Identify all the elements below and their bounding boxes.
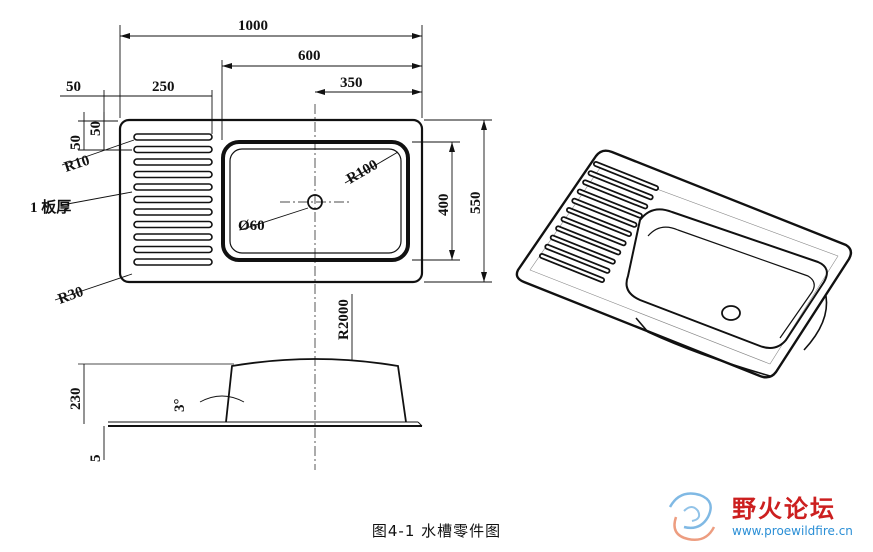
dim-sheet-thickness: 1 板厚 [30,198,71,216]
iso-drain [721,305,741,321]
iso-drain-slot-inner [562,217,625,245]
dim-outer-corner-radius: R30 [56,284,86,308]
watermark-logo [668,492,716,541]
dim-overall-length: 1000 [238,18,268,34]
drain-slot [133,208,213,216]
dim-basin-width: 400 [436,194,452,217]
watermark-title: 野火论坛 [732,495,836,523]
watermark-url: www.proewildfire.cn [732,524,853,538]
dim-top-margin-a: 50 [68,135,84,150]
figure-caption: 图4-1 水槽零件图 [371,522,502,540]
dim-corner-radius-small: R10 [62,153,92,176]
dim-basin-center: 350 [340,75,363,91]
drain-slot [133,233,213,241]
sink-outline [118,118,424,284]
drain-slot [133,183,213,191]
iso-drain-slot-inner [556,227,620,254]
dim-top-arc-radius: R2000 [336,299,352,340]
dim-basin-corner-radius: R100 [344,157,381,188]
dim-top-margin-b: 50 [88,121,104,136]
drain-slot [133,133,213,141]
iso-drain-slot-inner [589,171,652,199]
isometric-view [515,149,853,379]
iso-drain-slot-inner [551,236,615,263]
iso-drain-slot-inner [583,181,647,208]
drain-slot [133,195,213,204]
drain-slot [133,245,213,254]
iso-basin [625,208,828,349]
basin-outline [221,140,410,262]
top-view [118,104,424,470]
iso-drain-slot-inner [540,254,604,282]
dim-drain-hole: Ø60 [238,218,265,234]
side-view [78,358,423,460]
drain-slots [133,133,213,266]
iso-drain-slot-inner [573,199,636,227]
drain-slot [133,145,213,154]
watermark: 野火论坛 www.proewildfire.cn [662,487,872,549]
dim-draft-angle: 3° [172,399,188,413]
dim-drain-area-width: 250 [152,79,175,95]
iso-drain-slot-inner [546,245,609,273]
dim-flange-height: 5 [88,455,104,463]
drain-slot [133,158,213,166]
dim-left-margin: 50 [66,79,81,95]
dim-basin-offset: 600 [298,48,321,64]
dimension-labels: 1000 600 350 50 250 50 50 R10 1 板厚 R100 … [30,18,484,462]
iso-outline [515,149,853,379]
iso-drain-slot-inner [578,190,642,217]
dim-height: 230 [68,388,84,411]
dimension-arrows [120,33,487,282]
iso-drain-slot-inner [594,162,658,190]
iso-drain-slot-inner [567,208,631,236]
drain-slot [133,170,213,179]
iso-drain-slots [539,161,659,283]
drain-slot [133,258,213,266]
drain-slot [133,220,213,229]
dim-overall-width: 550 [468,192,484,215]
